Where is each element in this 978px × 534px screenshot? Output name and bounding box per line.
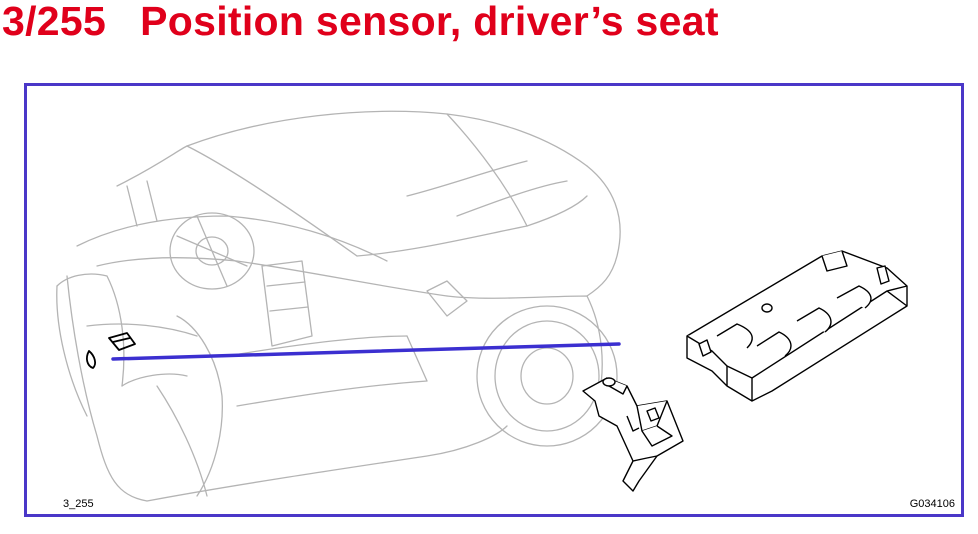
component-number: 3/255 — [2, 0, 107, 44]
sensor-location-marker — [86, 332, 136, 369]
seat-rail-part — [686, 250, 908, 402]
diagram-frame: 3_255 G034106 — [24, 83, 964, 517]
car-outline-drawing — [56, 110, 621, 502]
leader-line — [111, 342, 621, 361]
diagram-reference-right: G034106 — [909, 498, 955, 510]
component-name: Position sensor, driver’s seat — [140, 0, 719, 44]
diagram-reference-left: 3_255 — [63, 498, 94, 510]
position-sensor-part — [582, 377, 684, 492]
diagram-canvas — [56, 110, 908, 502]
page-title: 3/255 Position sensor, driver’s seat — [2, 0, 719, 45]
